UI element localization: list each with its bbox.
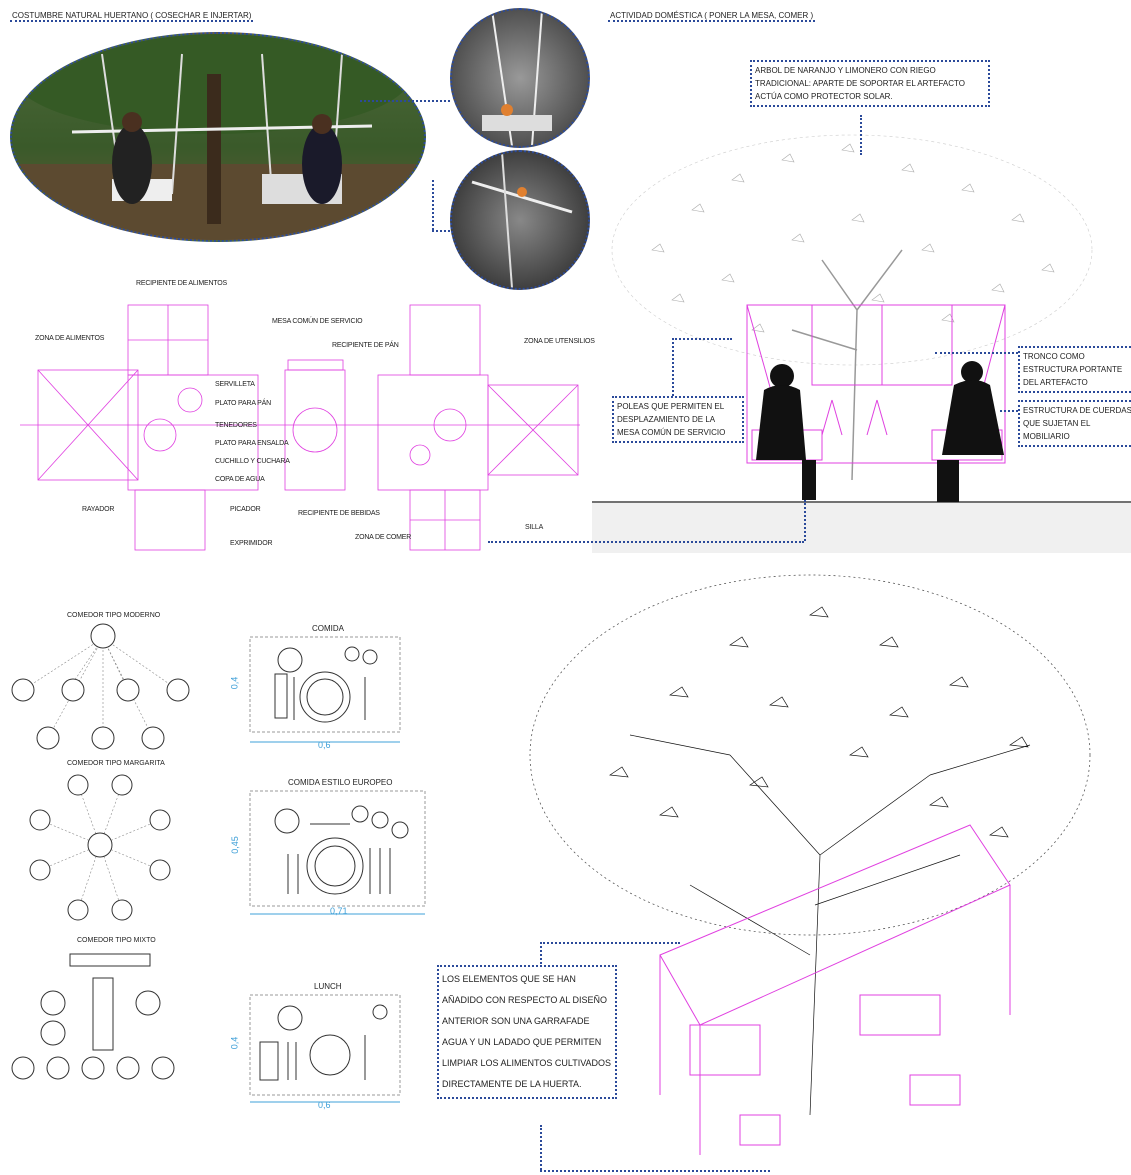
dining-mixto-title: COMEDOR TIPO MIXTO xyxy=(77,937,156,944)
label-exprimidor: EXPRIMIDOR xyxy=(230,540,273,547)
photo-scene xyxy=(12,34,424,240)
setting-1 xyxy=(249,636,401,743)
setting-3-title: LUNCH xyxy=(314,982,342,991)
annotation-tree: ARBOL DE NARANJO Y LIMONERO CON RIEGO TR… xyxy=(750,60,990,107)
annotation-pulleys: POLEAS QUE PERMITEN EL DESPLAZAMIENTO DE… xyxy=(612,396,744,443)
photo-circle-1-scene xyxy=(482,10,552,146)
label-zona-utensilios: ZONA DE UTENSILIOS xyxy=(524,338,595,345)
dining-moderno-title: COMEDOR TIPO MODERNO xyxy=(67,612,161,619)
label-rayador: RAYADOR xyxy=(82,506,115,513)
setting-3-height: 0,4 xyxy=(229,1036,240,1050)
label-cuchillo: CUCHILLO Y CUCHARA xyxy=(215,458,290,465)
setting-1-height: 0,4 xyxy=(229,676,240,690)
setting-3 xyxy=(249,994,401,1103)
label-recipiente-pan: RECIPIENTE DE PÁN xyxy=(332,342,399,349)
title-right: ACTIVIDAD DOMÉSTICA ( PONER LA MESA, COM… xyxy=(608,11,816,22)
label-mesa-comun: MESA COMÚN DE SERVICIO xyxy=(272,318,363,325)
tree-elevation xyxy=(592,134,1131,553)
photo-circle-2 xyxy=(450,150,590,290)
label-copa: COPA DE AGUA xyxy=(215,476,265,483)
setting-3-width: 0,6 xyxy=(318,1100,331,1110)
setting-2-title: COMIDA ESTILO EUROPEO xyxy=(288,778,393,787)
label-plato-ensalada: PLATO PARA ENSALDA xyxy=(215,440,289,447)
label-zona-comer: ZONA DE COMER xyxy=(355,534,412,541)
setting-1-title: COMIDA xyxy=(312,624,344,633)
title-left: COSTUMBRE NATURAL HUERTANO ( COSECHAR E … xyxy=(10,11,254,22)
setting-2-width: 0,71 xyxy=(330,906,348,916)
dining-margarita xyxy=(29,774,171,921)
floor-plan xyxy=(20,304,580,551)
label-picador: PICADOR xyxy=(230,506,261,513)
photo-circle-2-scene xyxy=(471,152,573,288)
setting-2 xyxy=(249,790,426,915)
label-tenedores: TENEDORES xyxy=(215,422,257,429)
axonometric-tree xyxy=(529,574,1091,1155)
dining-moderno xyxy=(11,623,190,750)
label-plato-pan: PLATO PARA PÁN xyxy=(215,400,271,407)
label-recipiente-bebidas: RECIPIENTE DE BEBIDAS xyxy=(298,510,380,517)
annotation-ropes: ESTRUCTURA DE CUERDAS QUE SUJETAN EL MOB… xyxy=(1018,400,1131,447)
label-silla: SILLA xyxy=(525,524,544,531)
label-servilleta: SERVILLETA xyxy=(215,381,255,388)
annotation-added: LOS ELEMENTOS QUE SE HAN AÑADIDO CON RES… xyxy=(437,965,617,1099)
photo-circle-1 xyxy=(450,8,590,148)
setting-2-height: 0,45 xyxy=(229,836,240,854)
label-zona-alimentos: ZONA DE ALIMENTOS xyxy=(35,335,105,342)
photo-oval xyxy=(10,32,426,242)
label-recipiente-alimentos: RECIPIENTE DE ALIMENTOS xyxy=(136,280,227,287)
dining-mixto xyxy=(11,953,175,1080)
setting-1-width: 0,6 xyxy=(318,740,331,750)
dining-margarita-title: COMEDOR TIPO MARGARITA xyxy=(67,760,165,767)
annotation-trunk: TRONCO COMO ESTRUCTURA PORTANTE DEL ARTE… xyxy=(1018,346,1131,393)
